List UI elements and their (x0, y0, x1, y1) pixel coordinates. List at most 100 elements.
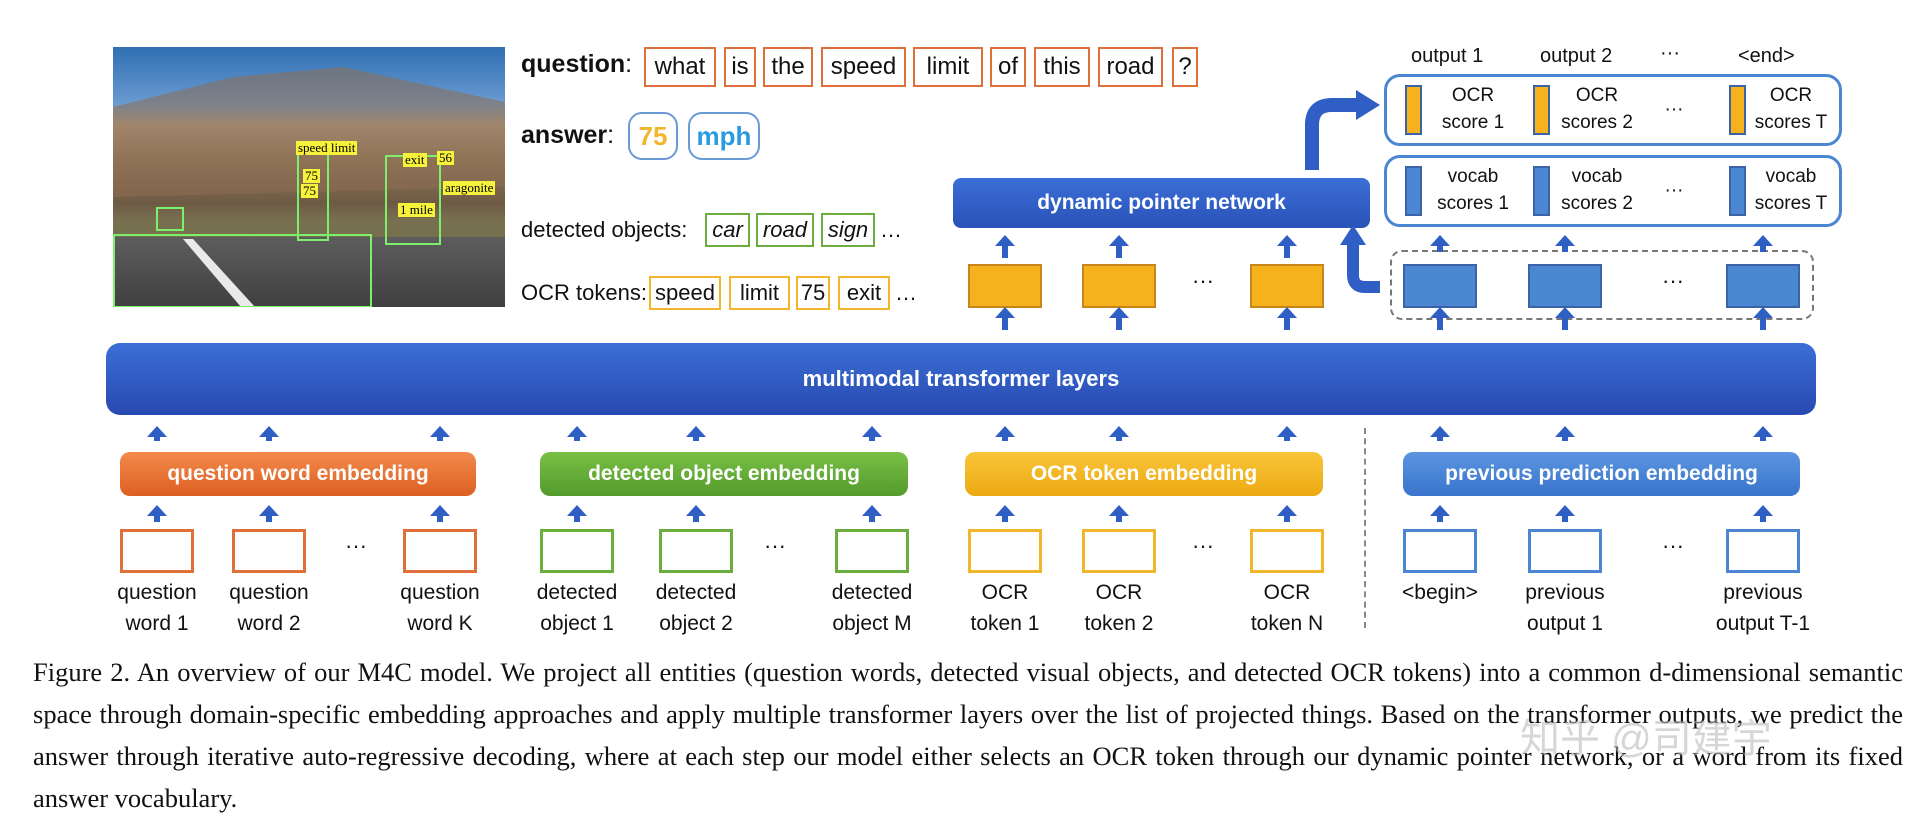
up-arrow (567, 505, 587, 522)
ellipsis: ··· (1662, 268, 1684, 293)
ellipsis: ··· (1192, 533, 1214, 558)
dynamic-pointer-network: dynamic pointer network (953, 178, 1370, 228)
ellipsis: ··· (1192, 268, 1214, 293)
ocr-score-bar (1405, 85, 1422, 135)
answer-token-75: 75 (628, 112, 678, 160)
up-arrow (1753, 426, 1773, 441)
ocr-tokens-label: OCR tokens: (521, 280, 647, 305)
previous-prediction-embedding: previous prediction embedding (1403, 452, 1800, 496)
ocr-token: 75 (796, 276, 830, 310)
detected-object-token: road (756, 213, 814, 247)
question-word-node (120, 529, 194, 573)
up-arrow (1555, 307, 1575, 330)
photo-label: 56 (437, 150, 454, 165)
decoder-hidden-cell (1528, 264, 1602, 308)
ocr-score-label: OCR score 1 (1441, 85, 1505, 133)
input-label: question word K (400, 581, 480, 635)
up-arrow (1555, 426, 1575, 441)
question-token: limit (913, 47, 983, 87)
ocr-score-label: OCR scores T (1754, 85, 1828, 133)
bbox-car (156, 207, 184, 231)
up-arrow (1109, 307, 1129, 330)
up-arrow (862, 426, 882, 441)
up-arrow (1109, 505, 1129, 522)
up-arrow (1430, 235, 1450, 252)
up-arrow (1277, 426, 1297, 441)
ocr-token-embedding: OCR token embedding (965, 452, 1323, 496)
input-label: detected object 1 (536, 581, 618, 635)
question-token: is (724, 47, 756, 87)
up-arrow (1555, 505, 1575, 522)
photo-label: 1 mile (398, 202, 435, 217)
up-arrow (1753, 307, 1773, 330)
up-arrow (1277, 307, 1297, 330)
output-ellipsis: ··· (1660, 42, 1680, 64)
photo-label: speed limit (296, 140, 358, 155)
detected-object-embedding: detected object embedding (540, 452, 908, 496)
detected-objects-label: detected objects: (521, 217, 688, 242)
up-arrow (995, 307, 1015, 330)
ocr-token-node (1250, 529, 1324, 573)
up-arrow (567, 426, 587, 441)
ocr-token: limit (729, 276, 790, 310)
separator (1364, 428, 1366, 628)
photo-label: aragonite (443, 180, 496, 195)
up-arrow (1555, 235, 1575, 252)
ocr-hidden-cell (968, 264, 1042, 308)
ocr-score-bar (1729, 85, 1746, 135)
output-label-2: output 2 (1540, 45, 1613, 67)
ocr-token-node (1082, 529, 1156, 573)
input-label: OCR token N (1250, 581, 1324, 635)
previous-output-node (1403, 529, 1477, 573)
multimodal-transformer-layers: multimodal transformer layers (106, 343, 1816, 415)
ocr-tokens-ellipsis: … (895, 280, 917, 305)
up-arrow (259, 505, 279, 522)
photo-road (113, 237, 505, 307)
ocr-score-label: OCR scores 2 (1561, 85, 1633, 133)
up-arrow (1277, 235, 1297, 258)
ocr-token: exit (838, 276, 890, 310)
previous-output-node (1726, 529, 1800, 573)
input-label: question word 1 (117, 581, 197, 635)
vocab-score-label: vocab scores 2 (1561, 166, 1633, 214)
previous-output-node (1528, 529, 1602, 573)
question-token: this (1034, 47, 1090, 87)
up-arrow (147, 426, 167, 441)
vocab-score-bar (1533, 166, 1550, 216)
up-arrow (1430, 505, 1450, 522)
question-token: speed (821, 47, 906, 87)
detected-object-token: sign (821, 213, 875, 247)
vocab-score-label: vocab scores T (1754, 166, 1828, 214)
ellipsis: ··· (1662, 533, 1684, 558)
vocab-score-bar (1405, 166, 1422, 216)
road-photo: speed limit 75 75 exit 56 aragonite 1 mi… (113, 47, 505, 307)
vocab-score-label: vocab scores 1 (1437, 166, 1509, 214)
up-arrow (259, 426, 279, 441)
up-arrow (1753, 235, 1773, 252)
up-arrow (1753, 505, 1773, 522)
photo-label: exit (403, 152, 427, 167)
input-label: OCR token 2 (1084, 581, 1154, 635)
vocab-score-ellipsis: ··· (1664, 180, 1684, 201)
answer-token-mph: mph (688, 112, 760, 160)
ocr-token-node (968, 529, 1042, 573)
ocr-token: speed (649, 276, 721, 310)
up-arrow (147, 505, 167, 522)
up-arrow (430, 426, 450, 441)
ocr-score-bar (1533, 85, 1550, 135)
question-word-embedding: question word embedding (120, 452, 476, 496)
up-arrow (995, 505, 1015, 522)
up-arrow (1109, 235, 1129, 258)
input-label: previous output T-1 (1715, 581, 1811, 635)
output-label-1: output 1 (1411, 45, 1484, 67)
up-arrow (430, 505, 450, 522)
input-label: previous output 1 (1525, 581, 1605, 635)
question-token: ? (1172, 47, 1198, 87)
input-label: OCR token 1 (970, 581, 1040, 635)
up-arrow (995, 426, 1015, 441)
detected-object-node (540, 529, 614, 573)
watermark: 知乎 @司建宇 (1520, 717, 1772, 761)
up-arrow (686, 505, 706, 522)
up-arrow (1277, 505, 1297, 522)
